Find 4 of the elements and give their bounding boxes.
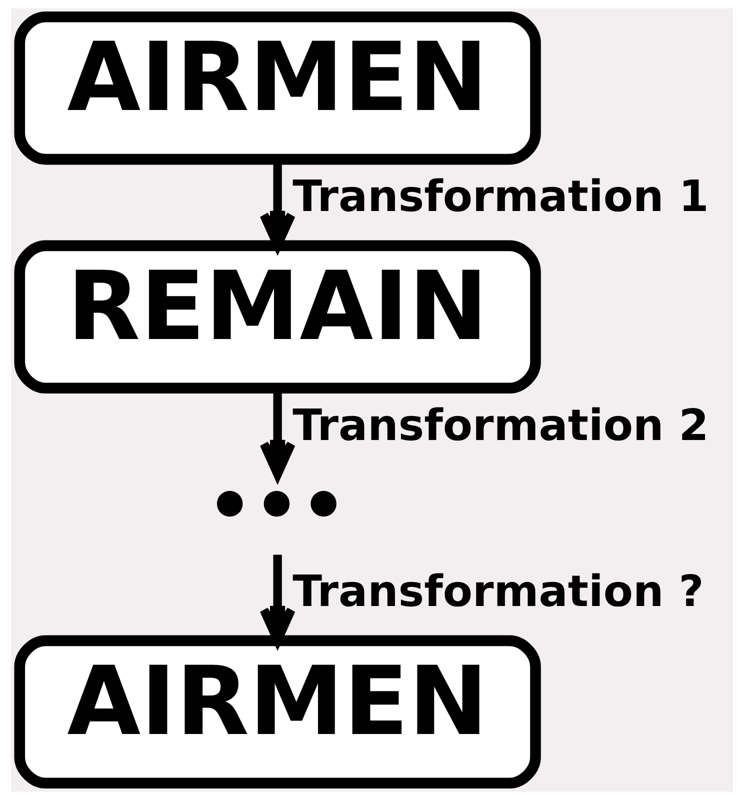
edge-label: Transformation 2 xyxy=(292,400,708,451)
edge-label: Transformation ? xyxy=(292,567,704,618)
node-text: ••• xyxy=(206,464,347,550)
edge-label: Transformation 1 xyxy=(292,172,708,222)
